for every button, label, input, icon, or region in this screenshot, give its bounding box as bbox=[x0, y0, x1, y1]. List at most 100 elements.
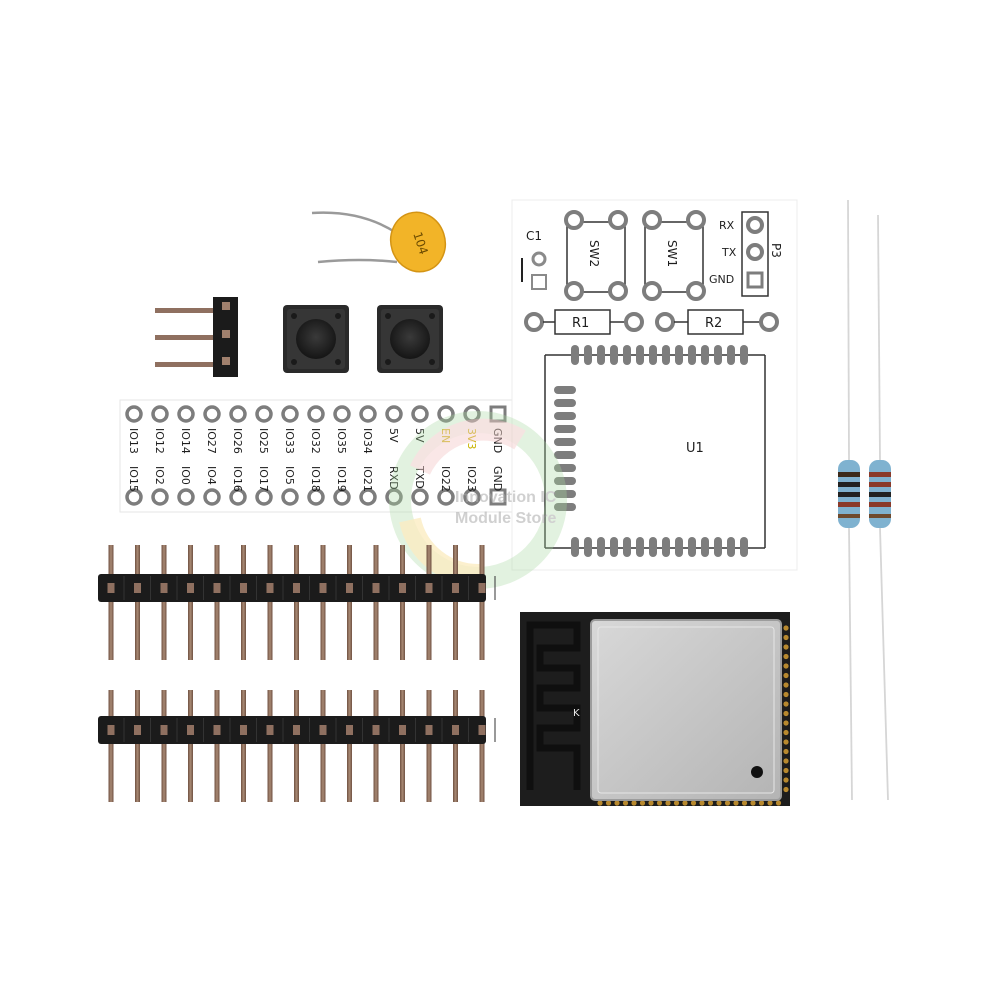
header-pin bbox=[188, 690, 193, 802]
u1-pad bbox=[623, 537, 631, 557]
pad-square bbox=[489, 405, 507, 423]
u1-pad bbox=[714, 345, 722, 365]
header-pin-stub bbox=[452, 725, 459, 735]
pad bbox=[437, 488, 455, 506]
u1-pad bbox=[554, 399, 576, 407]
pin-label-23: IO18 bbox=[309, 466, 322, 492]
ceramic-capacitor: 104 bbox=[311, 211, 447, 273]
pad bbox=[411, 488, 429, 506]
u1-pad bbox=[623, 345, 631, 365]
pin-label-6: IO25 bbox=[257, 428, 270, 454]
sw2-footprint: SW2 bbox=[564, 210, 628, 301]
breakout-strip-board: IO13 IO12 IO14 IO27 IO26 IO25 IO33 IO32 … bbox=[119, 399, 513, 513]
header-pin-stub bbox=[187, 583, 194, 593]
castellated-pad bbox=[783, 634, 789, 641]
sw1-label: SW1 bbox=[665, 240, 679, 267]
u1-pad bbox=[740, 537, 748, 557]
pad bbox=[359, 488, 377, 506]
r1-footprint: R1 bbox=[524, 309, 644, 335]
u1-pad bbox=[636, 345, 644, 365]
u1-pad bbox=[610, 537, 618, 557]
header-pin bbox=[453, 690, 458, 802]
castellated-pad bbox=[741, 800, 748, 806]
header-pin bbox=[347, 545, 352, 660]
pin-label-4: IO27 bbox=[205, 428, 218, 454]
u1-pad bbox=[554, 503, 576, 511]
u1-pads-left bbox=[554, 386, 576, 511]
pin-label-12: 5V bbox=[413, 428, 426, 443]
capacitor-code: 104 bbox=[410, 230, 430, 256]
pad-square bbox=[489, 488, 507, 506]
castellated-pad bbox=[605, 800, 612, 806]
u1-pad bbox=[554, 451, 576, 459]
pad bbox=[463, 488, 481, 506]
pin-label-16: IO15 bbox=[127, 466, 140, 492]
header-pin-stub bbox=[425, 725, 433, 735]
rx-label: RX bbox=[719, 219, 735, 232]
module-castellations bbox=[597, 625, 789, 806]
header-pin-stub bbox=[107, 583, 115, 593]
header-pin bbox=[241, 545, 246, 660]
r2-footprint: R2 bbox=[655, 309, 779, 335]
castellated-pad bbox=[783, 739, 789, 745]
header-pin-stub bbox=[425, 583, 433, 593]
header-pin bbox=[373, 545, 379, 660]
header-pin-stub bbox=[346, 725, 353, 735]
u1-pad bbox=[662, 537, 670, 557]
u1-pad bbox=[662, 345, 670, 365]
male-pin-header-bottom bbox=[98, 690, 496, 802]
u1-pad bbox=[701, 537, 709, 557]
header-pin-stub bbox=[399, 725, 406, 735]
pin-label-3: IO14 bbox=[179, 428, 192, 454]
u1-footprint: U1 bbox=[544, 345, 766, 557]
pad bbox=[385, 405, 403, 423]
pad bbox=[437, 405, 455, 423]
u1-pad bbox=[688, 345, 696, 365]
header-pin-stub bbox=[160, 725, 168, 735]
castellated-pad bbox=[783, 748, 789, 755]
u1-pad bbox=[610, 345, 618, 365]
pad bbox=[281, 488, 299, 506]
castellated-pad bbox=[716, 800, 722, 806]
u1-pad bbox=[554, 386, 576, 394]
u1-pad bbox=[675, 345, 683, 365]
castellated-pad bbox=[690, 800, 697, 806]
pin-label-26: RXD bbox=[387, 466, 400, 490]
header-pin bbox=[479, 690, 485, 802]
u1-pad bbox=[597, 537, 605, 557]
header-pin-stub bbox=[107, 725, 115, 735]
pin-label-13: EN bbox=[439, 428, 452, 443]
header-pin bbox=[188, 545, 193, 660]
header-pin-stub bbox=[134, 583, 141, 593]
pin-label-19: IO4 bbox=[205, 466, 218, 485]
castellated-pad bbox=[758, 800, 765, 806]
castellated-pad bbox=[783, 767, 789, 774]
pad bbox=[463, 405, 481, 423]
watermark-line-2: Module Store bbox=[455, 510, 556, 527]
pad bbox=[333, 405, 351, 423]
u1-pad bbox=[740, 345, 748, 365]
header-pin bbox=[320, 545, 326, 660]
u1-pad bbox=[649, 345, 657, 365]
header-pin bbox=[161, 545, 167, 660]
u1-label: U1 bbox=[686, 441, 704, 456]
header-pin-stub bbox=[187, 725, 194, 735]
pin-label-10: IO34 bbox=[361, 428, 374, 454]
castellated-pad bbox=[783, 720, 789, 726]
pad bbox=[307, 488, 325, 506]
u1-pad bbox=[554, 464, 576, 472]
castellated-pad bbox=[767, 800, 773, 806]
pin-label-8: IO32 bbox=[309, 428, 322, 454]
castellated-pad bbox=[783, 653, 789, 660]
castellated-pad bbox=[622, 800, 629, 806]
header-pin-stub bbox=[452, 583, 459, 593]
antenna-trace bbox=[526, 621, 581, 790]
u1-pad bbox=[636, 537, 644, 557]
header-pin bbox=[135, 545, 140, 660]
pad bbox=[229, 488, 247, 506]
u1-pad bbox=[597, 345, 605, 365]
c1-label: C1 bbox=[526, 229, 542, 243]
pin-label-21: IO17 bbox=[257, 466, 270, 492]
header-pin bbox=[108, 545, 114, 660]
